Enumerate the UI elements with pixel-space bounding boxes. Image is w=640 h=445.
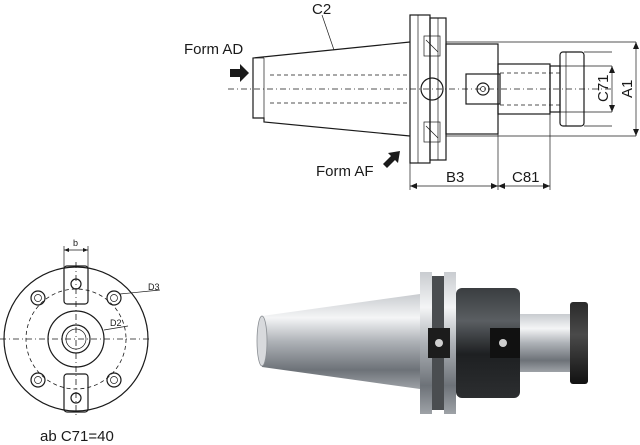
note-c71: ab C71=40 (40, 428, 114, 445)
label-form-ad: Form AD (184, 41, 243, 58)
product-render (256, 272, 588, 414)
form-af-arrow-icon (383, 151, 400, 168)
form-ad-arrow-icon (230, 64, 249, 82)
side-view-drawing (228, 14, 639, 190)
label-c2: C2 (312, 1, 331, 18)
label-d2: D2 (110, 318, 122, 328)
label-d3: D3 (148, 282, 160, 292)
front-view-drawing (0, 246, 161, 416)
label-c71: C71 (595, 74, 612, 102)
label-c81: C81 (512, 169, 540, 186)
label-form-af: Form AF (316, 163, 374, 180)
label-b: b (73, 238, 78, 248)
label-a1: A1 (619, 80, 636, 98)
label-b3: B3 (446, 169, 464, 186)
